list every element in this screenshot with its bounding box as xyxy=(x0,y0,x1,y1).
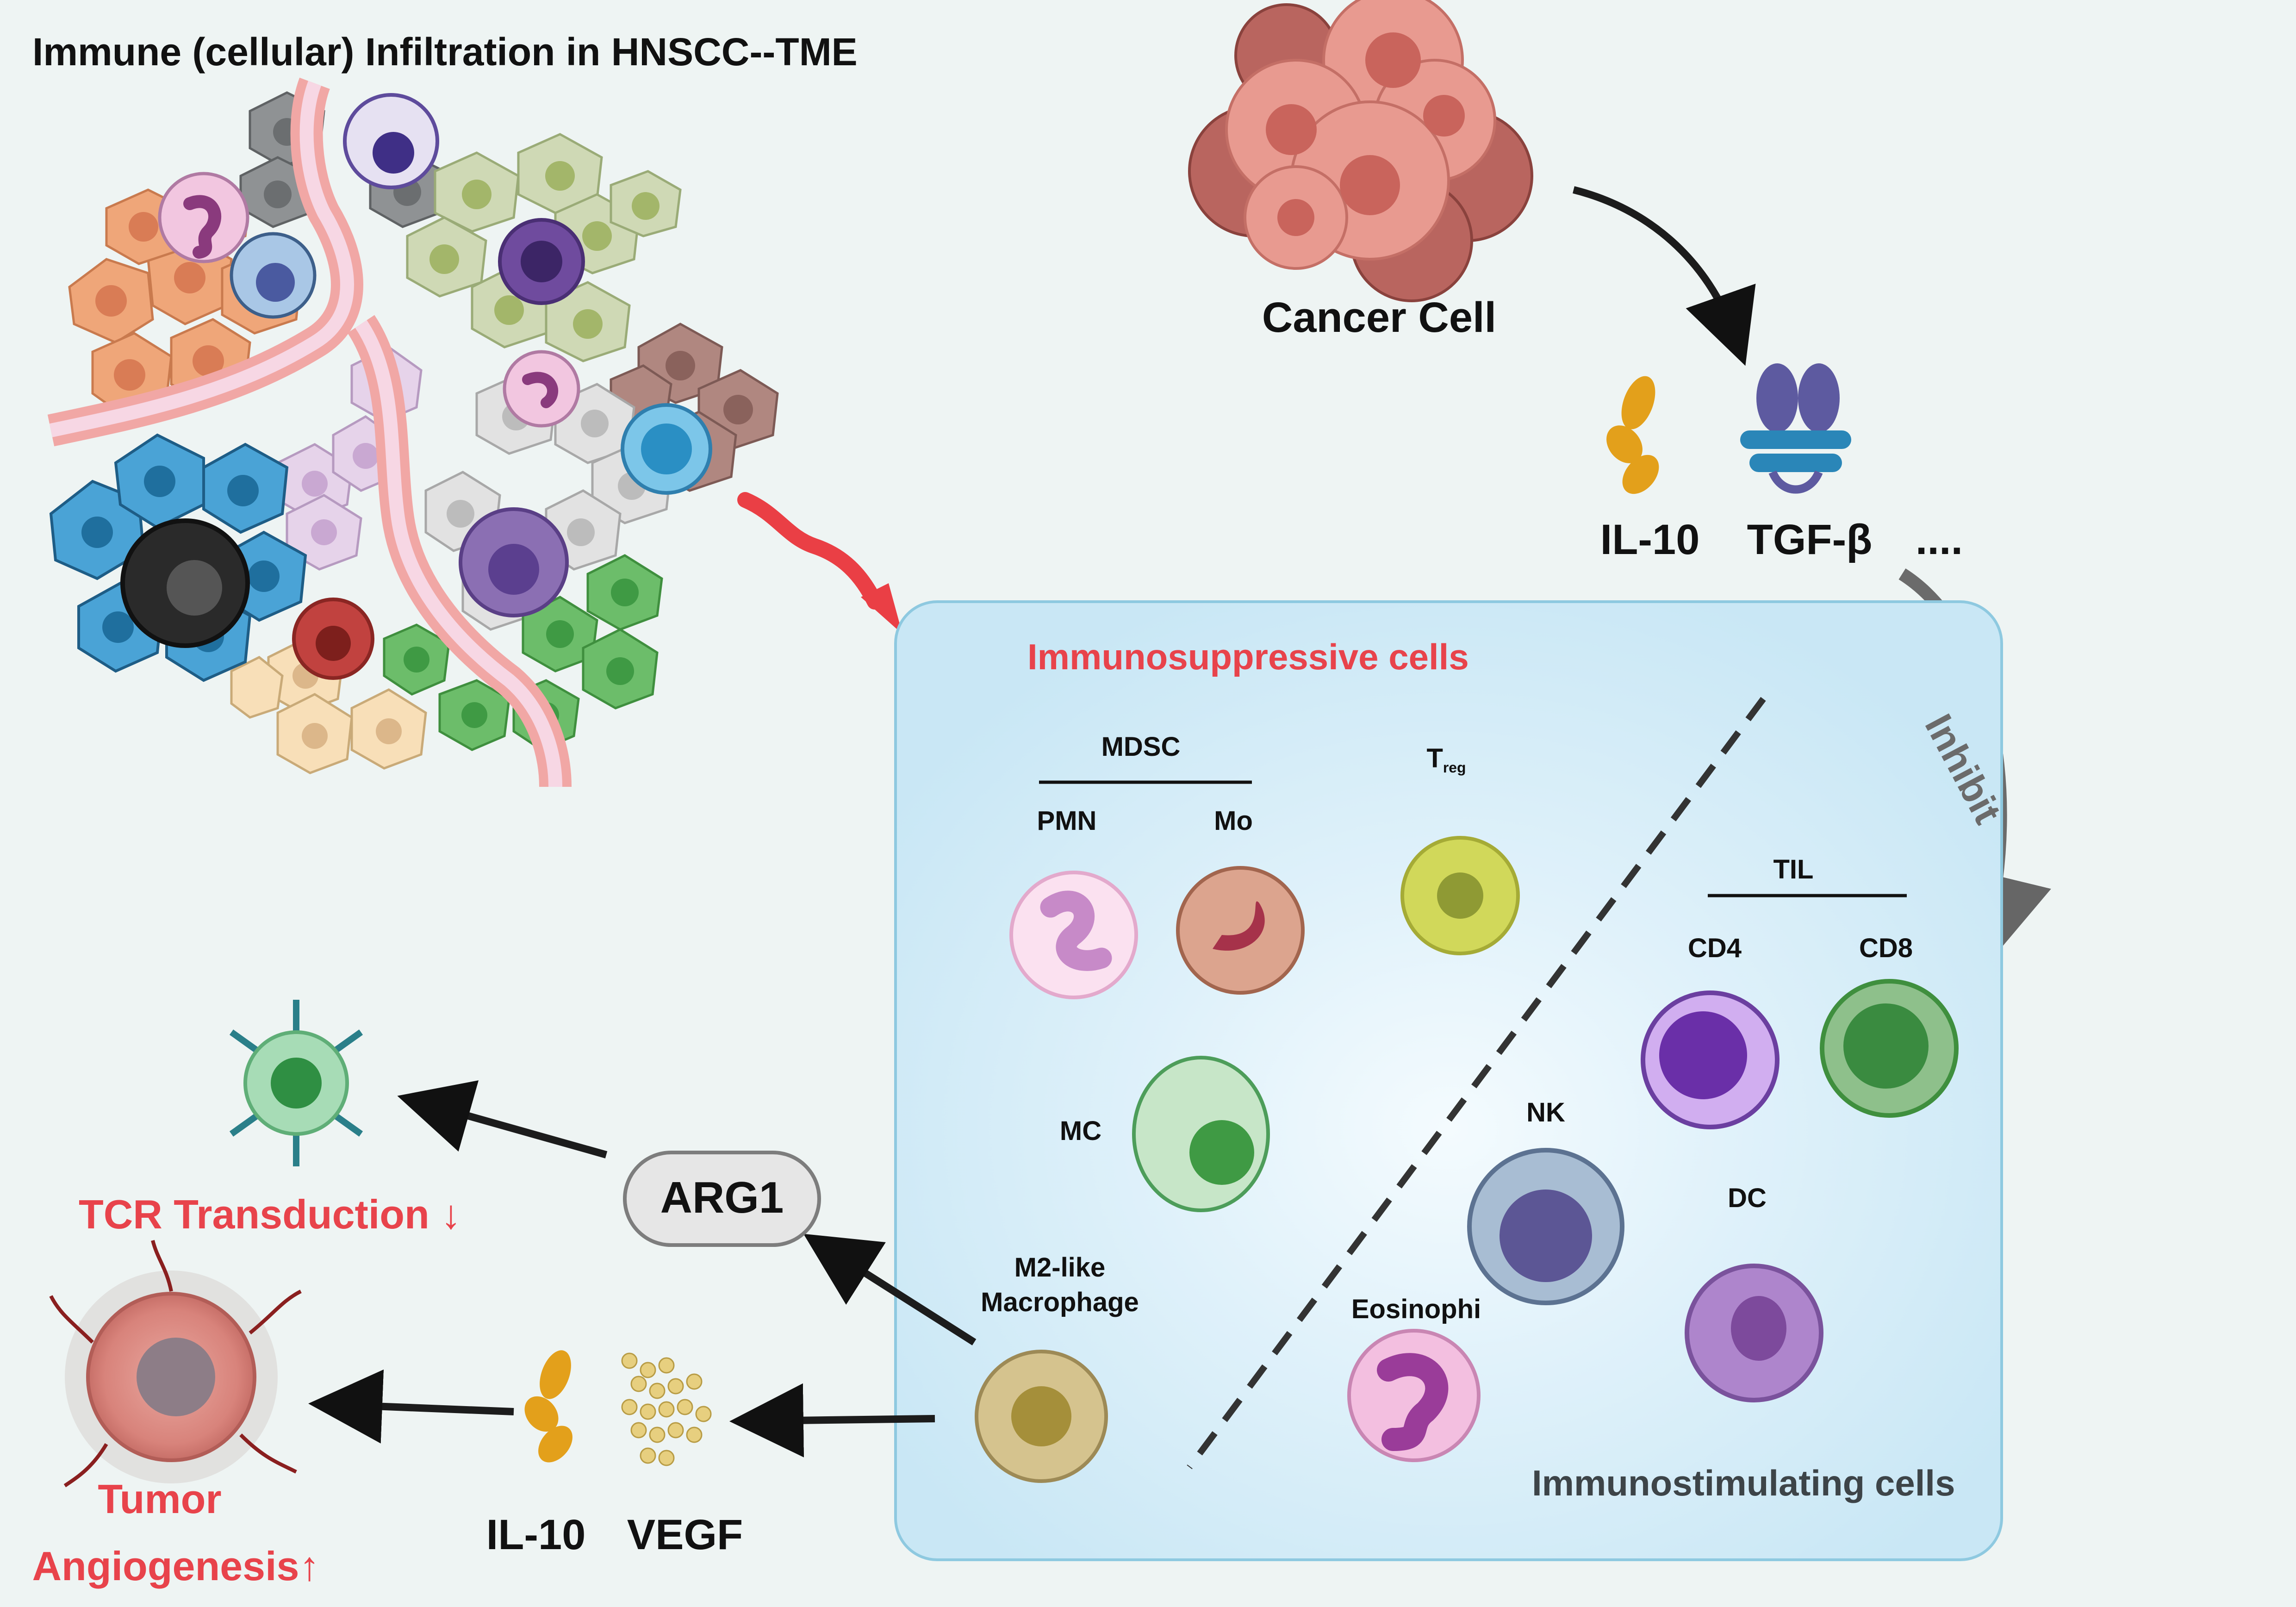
immunostimulating-title: Immunostimulating cells xyxy=(1532,1463,1955,1503)
cd4-cell-icon xyxy=(1641,990,1780,1129)
cancer-cell-illustration xyxy=(1188,0,1533,302)
eosinophil-cell-icon xyxy=(1347,1329,1481,1462)
red-wavy-arrow xyxy=(737,492,902,634)
il10-top-label: IL-10 xyxy=(1600,516,1700,563)
cd4-label: CD4 xyxy=(1687,933,1742,963)
arg1-pill xyxy=(623,1151,821,1247)
tumor-angiogenesis-line1: Tumor xyxy=(98,1476,222,1522)
il10-bottom-icon xyxy=(524,1350,572,1463)
eosinophil-label: Eosinophi xyxy=(1351,1294,1481,1324)
treg-label: Treg xyxy=(1426,743,1466,775)
vegf-icon xyxy=(621,1352,712,1466)
mo-cell-icon xyxy=(1176,866,1305,995)
pmn-cell-icon xyxy=(1009,871,1138,999)
m2-label-line1: M2-like xyxy=(1014,1252,1106,1283)
dc-label: DC xyxy=(1728,1183,1767,1213)
dc-cell-icon xyxy=(1685,1264,1823,1402)
mc-cell-icon xyxy=(1132,1056,1270,1212)
pmn-label: PMN xyxy=(1037,806,1097,836)
mdsc-label: MDSC xyxy=(1101,732,1181,762)
cytokines-to-tumor-arrow xyxy=(308,1369,514,1444)
cd8-label: CD8 xyxy=(1859,933,1913,963)
mo-label: Mo xyxy=(1214,806,1253,836)
til-label: TIL xyxy=(1773,854,1814,884)
tcr-transduction-label: TCR Transduction ↓ xyxy=(79,1191,461,1237)
tgfb-label: TGF-β xyxy=(1747,516,1873,563)
dashed-divider xyxy=(1187,697,1766,1470)
arg1-label: ARG1 xyxy=(660,1173,784,1222)
macrophage-to-cytokines-arrow xyxy=(729,1383,935,1458)
m2-macrophage-icon xyxy=(975,1350,1108,1483)
tgfb-icon xyxy=(1740,363,1851,494)
t-cell-receptor-icon xyxy=(229,1000,363,1166)
macrophage-to-arg1-arrow xyxy=(803,1233,977,1345)
arg1-to-tcr-arrow xyxy=(397,1080,608,1159)
mc-label: MC xyxy=(1059,1116,1102,1146)
immunosuppressive-title: Immunosuppressive cells xyxy=(1027,636,1469,677)
nk-label: NK xyxy=(1526,1097,1565,1127)
cancer-to-cytokine-arrow xyxy=(1573,186,1756,366)
tumor-angiogenesis-icon xyxy=(49,1240,302,1488)
m2-label-line2: Macrophage xyxy=(981,1287,1139,1317)
il10-top-icon xyxy=(1606,376,1659,494)
tme-cluster-illustration xyxy=(47,77,779,787)
treg-label-sub: reg xyxy=(1443,759,1466,776)
tumor-angiogenesis-line2: Angiogenesis↑ xyxy=(32,1543,320,1589)
treg-label-main: T xyxy=(1426,743,1443,773)
diagram-title: Immune (cellular) Infiltration in HNSCC-… xyxy=(32,30,858,74)
cd8-cell-icon xyxy=(1820,979,1959,1118)
nk-cell-icon xyxy=(1467,1148,1624,1305)
vegf-label: VEGF xyxy=(627,1511,743,1558)
treg-cell-icon xyxy=(1400,836,1520,955)
il10-bottom-label: IL-10 xyxy=(486,1511,586,1558)
cancer-cell-label: Cancer Cell xyxy=(1262,294,1497,341)
more-cytokines-label: .... xyxy=(1915,516,1963,563)
